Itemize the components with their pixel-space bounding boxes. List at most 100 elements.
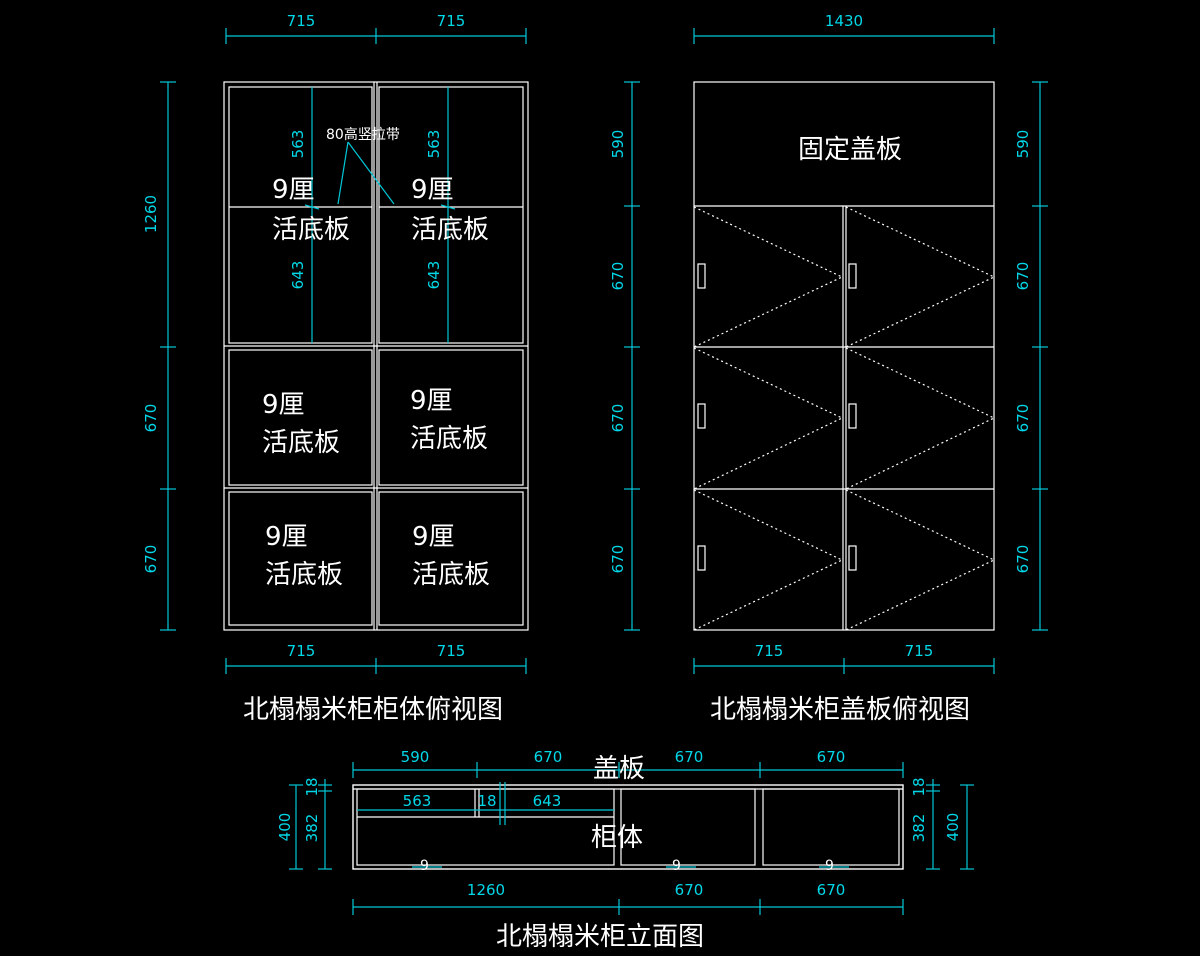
- cell-label-6-line1: 9厘: [412, 522, 455, 552]
- cell-bot-right: [378, 491, 524, 626]
- elevation-top-dimension: 590 670 670 670: [352, 748, 904, 778]
- dim-1260-elev: 1260: [467, 881, 505, 899]
- cell-top-right: [378, 86, 524, 344]
- handle-icon: [848, 545, 857, 571]
- fixed-cover-label: 固定盖板: [798, 135, 902, 165]
- elev-compartment-2: [620, 788, 756, 866]
- handle-icon: [697, 545, 706, 571]
- dim-670-right-3: 670: [1014, 545, 1032, 574]
- handle-icon: [697, 263, 706, 289]
- elevation-view: 590 670 670 670 盖板 563 643 18 柜体 9: [276, 748, 974, 952]
- dim-18-elev-inner: 18: [477, 792, 496, 810]
- cover-right-dimension: 590 670 670 670: [1014, 81, 1048, 631]
- cover-outer-frame: [693, 81, 995, 631]
- dim-563-elev: 563: [403, 792, 432, 810]
- dim-400-right: 400: [944, 813, 962, 842]
- handle-slots: [697, 263, 857, 571]
- elevation-bottom-markers: 9 9 9: [412, 858, 849, 874]
- handle-icon: [848, 403, 857, 429]
- dim-670-right-1: 670: [1014, 262, 1032, 291]
- dim-590-left: 590: [609, 130, 627, 159]
- dim-715-cover-right: 715: [905, 642, 934, 660]
- dim-670-elev-bottom-2: 670: [817, 881, 846, 899]
- dim-670-vertical-2: 670: [142, 545, 160, 574]
- door-opening-marks: [693, 206, 996, 631]
- dim-715-top-right: 715: [437, 12, 466, 30]
- dim-670-left-1: 670: [609, 262, 627, 291]
- cover-bottom-dimension: 715 715: [693, 642, 995, 674]
- cell-label-1-line2: 活底板: [272, 215, 350, 245]
- elevation-cabinet: [352, 784, 904, 870]
- dim-643-right: 643: [425, 261, 443, 290]
- dim-563-right: 563: [425, 130, 443, 159]
- cell-label-5-line2: 活底板: [265, 560, 343, 590]
- strap-note-label: 80高竖拉带: [326, 126, 400, 143]
- cell-mid-right: [378, 349, 524, 486]
- cell-label-2-line2: 活底板: [411, 215, 489, 245]
- cell-label-1-line1: 9厘: [272, 175, 315, 205]
- handle-icon: [848, 263, 857, 289]
- dim-563-left: 563: [289, 130, 307, 159]
- strap-note: 80高竖拉带: [326, 126, 400, 205]
- cell-top-left: [228, 86, 373, 344]
- dim-382-left: 382: [303, 814, 321, 843]
- body-label: 柜体: [591, 823, 643, 853]
- cell-label-5-line1: 9厘: [265, 522, 308, 552]
- dim-670-elev-2: 670: [675, 748, 704, 766]
- body-top-view: 715 715 1260 670 670: [142, 12, 529, 725]
- elevation-inner-dimensions: 563 643 18: [357, 782, 614, 825]
- dim-670-elev-3: 670: [817, 748, 846, 766]
- cell-label-2-line1: 9厘: [411, 175, 454, 205]
- cell-label-6-line2: 活底板: [412, 560, 490, 590]
- dim-590-right: 590: [1014, 130, 1032, 159]
- dim-715-bottom-left: 715: [287, 642, 316, 660]
- title-body-top-view: 北榻榻米柜柜体俯视图: [243, 695, 503, 725]
- cover-top-view: 1430 590 670 670 670 590 670 670 670: [609, 12, 1048, 725]
- dim-643-left: 643: [289, 261, 307, 290]
- elev-compartment-3: [762, 788, 900, 866]
- dim-715-top-left: 715: [287, 12, 316, 30]
- body-bottom-dimension: 715 715: [225, 642, 527, 674]
- cover-left-dimension: 590 670 670 670: [609, 81, 640, 631]
- dim-400-left: 400: [276, 813, 294, 842]
- body-top-dimension: 715 715: [225, 12, 527, 44]
- small-9-middle: 9: [672, 858, 681, 874]
- dim-715-bottom-right: 715: [437, 642, 466, 660]
- dim-18-right: 18: [910, 777, 928, 796]
- dim-670-elev-1: 670: [534, 748, 563, 766]
- cell-bot-left: [228, 491, 373, 626]
- body-left-dimension: 1260 670 670: [142, 81, 176, 631]
- dim-382-right: 382: [910, 814, 928, 843]
- dim-643-elev: 643: [533, 792, 562, 810]
- dim-590-elev: 590: [401, 748, 430, 766]
- cell-label-3-line2: 活底板: [262, 428, 340, 458]
- dim-670-right-2: 670: [1014, 404, 1032, 433]
- dim-18-left: 18: [303, 777, 321, 796]
- elevation-bottom-dimension: 1260 670 670: [352, 881, 904, 915]
- dim-1430: 1430: [825, 12, 863, 30]
- title-elevation: 北榻榻米柜立面图: [496, 922, 704, 952]
- cover-top-dimension: 1430: [693, 12, 995, 44]
- dim-670-elev-bottom-1: 670: [675, 881, 704, 899]
- dim-670-left-2: 670: [609, 404, 627, 433]
- cell-label-4-line1: 9厘: [410, 386, 453, 416]
- handle-icon: [697, 403, 706, 429]
- title-cover-top-view: 北榻榻米柜盖板俯视图: [710, 695, 970, 725]
- elevation-left-dimensions: 400 382 18: [276, 777, 332, 870]
- cell-mid-left: [228, 349, 373, 486]
- body-outer-frame: [223, 81, 529, 631]
- dim-670-left-3: 670: [609, 545, 627, 574]
- dim-715-cover-left: 715: [755, 642, 784, 660]
- elev-compartment-1: [356, 788, 615, 866]
- cover-label: 盖板: [593, 754, 645, 784]
- dim-670-vertical-1: 670: [142, 404, 160, 433]
- cell-label-3-line1: 9厘: [262, 390, 305, 420]
- small-9-right: 9: [825, 858, 834, 874]
- small-9-left: 9: [420, 858, 429, 874]
- elevation-right-dimensions: 18 382 400: [910, 777, 974, 870]
- body-inner-dimensions: 563 643 563 643: [289, 87, 456, 343]
- dim-1260-vertical: 1260: [142, 195, 160, 233]
- cell-label-4-line2: 活底板: [410, 424, 488, 454]
